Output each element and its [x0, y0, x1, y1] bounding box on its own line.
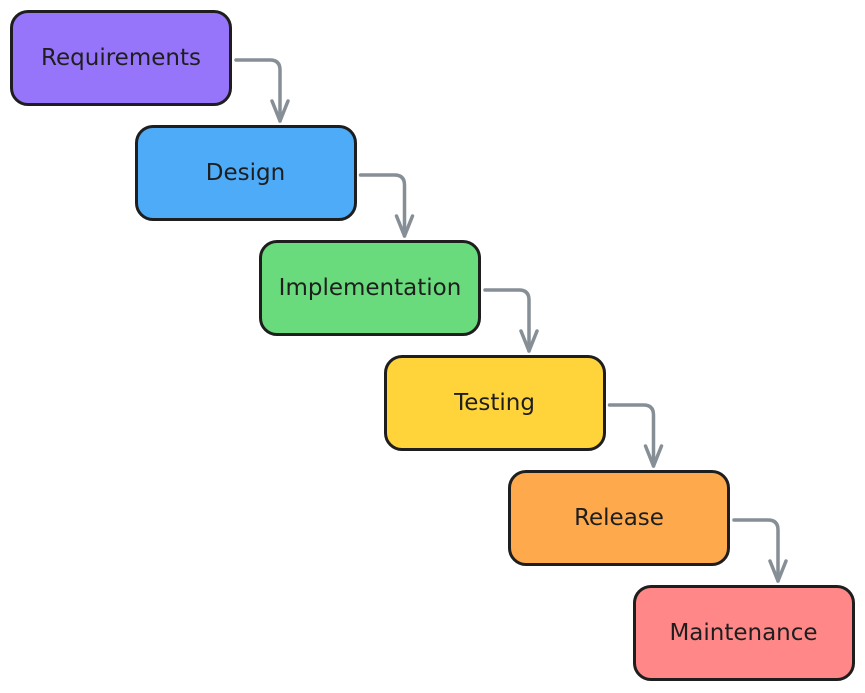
stage-requirements[interactable]: Requirements: [10, 10, 232, 106]
stage-testing[interactable]: Testing: [383, 355, 606, 451]
arrow-release-to-maintenance: [732, 518, 788, 583]
arrowhead-icon: [270, 99, 290, 123]
arrowhead-icon: [519, 329, 539, 353]
stage-label: Maintenance: [669, 620, 818, 646]
arrow-requirements-to-design: [234, 58, 290, 123]
stage-design[interactable]: Design: [134, 125, 357, 221]
stage-release[interactable]: Release: [508, 470, 730, 566]
arrowhead-icon: [643, 444, 664, 468]
stage-label: Implementation: [278, 275, 462, 301]
stage-label: Release: [574, 505, 664, 531]
stage-maintenance[interactable]: Maintenance: [632, 585, 855, 681]
arrowhead-icon: [768, 559, 788, 583]
arrowhead-icon: [394, 214, 415, 238]
arrow-testing-to-release: [607, 403, 664, 468]
stage-implementation[interactable]: Implementation: [259, 240, 481, 336]
stage-label: Requirements: [41, 45, 201, 71]
stage-label: Design: [205, 160, 286, 186]
arrow-implementation-to-testing: [483, 288, 539, 353]
arrow-design-to-implementation: [358, 173, 415, 238]
stage-label: Testing: [454, 390, 535, 416]
